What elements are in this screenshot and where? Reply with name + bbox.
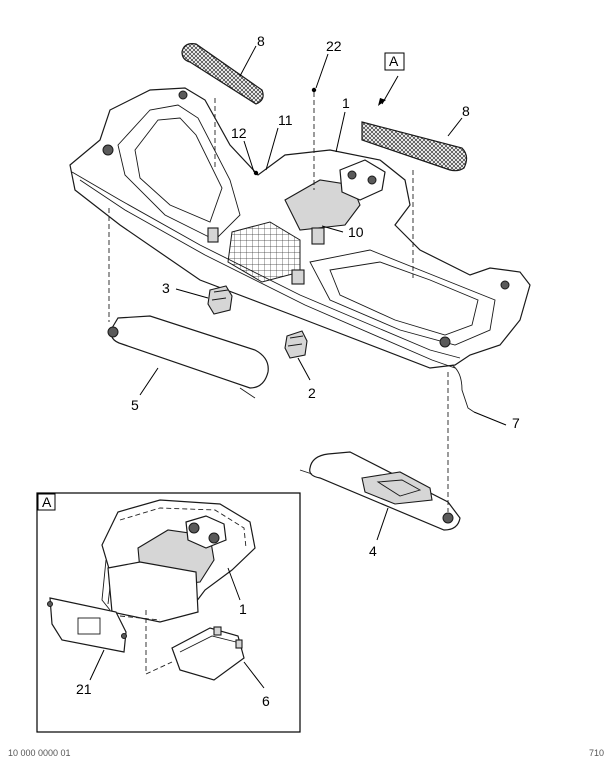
assembly-lines (108, 92, 449, 512)
inset-console-housing (101, 499, 256, 623)
leader-lines (139, 45, 507, 541)
sun-visor-right (299, 451, 461, 531)
wire-harness (451, 364, 475, 413)
sun-visor-left (107, 315, 269, 399)
callout-12: 12 (231, 125, 247, 141)
callout-5: 5 (131, 397, 139, 413)
callout-22: 22 (326, 38, 342, 54)
callout-4: 4 (369, 543, 377, 559)
view-a-box (384, 52, 405, 71)
callout-10: 10 (348, 224, 364, 240)
inset-a-box (37, 493, 56, 511)
callout-7: 7 (512, 415, 520, 431)
inset-callout-6: 6 (262, 693, 270, 709)
headliner-panel (69, 87, 531, 369)
inset-callout-21: 21 (76, 681, 92, 697)
callout-8-left: 8 (257, 33, 265, 49)
inset-callout-1: 1 (239, 601, 247, 617)
clip-part-2 (284, 330, 308, 359)
clip-part-3 (207, 285, 233, 315)
view-arrowhead-icon (378, 98, 386, 106)
mesh-panel-left (181, 43, 264, 105)
screw-12-icon (253, 170, 259, 176)
inset-cover-21 (47, 597, 127, 653)
screw-22-icon (311, 87, 317, 93)
view-a-label: A (389, 53, 399, 69)
figure-code: 10 000 0000 01 (8, 748, 71, 758)
callout-11: 11 (278, 112, 293, 128)
callout-3: 3 (162, 280, 170, 296)
callout-1: 1 (342, 95, 350, 111)
mesh-panel-right (361, 121, 468, 172)
inset-a-label: A (42, 494, 52, 510)
inset-storage-bin-6 (171, 626, 245, 681)
inset-view-a: A (36, 492, 301, 733)
view-arrow-icon (381, 75, 399, 105)
callout-8-right: 8 (462, 103, 470, 119)
callout-2: 2 (308, 385, 316, 401)
page-number: 710 (588, 748, 604, 758)
